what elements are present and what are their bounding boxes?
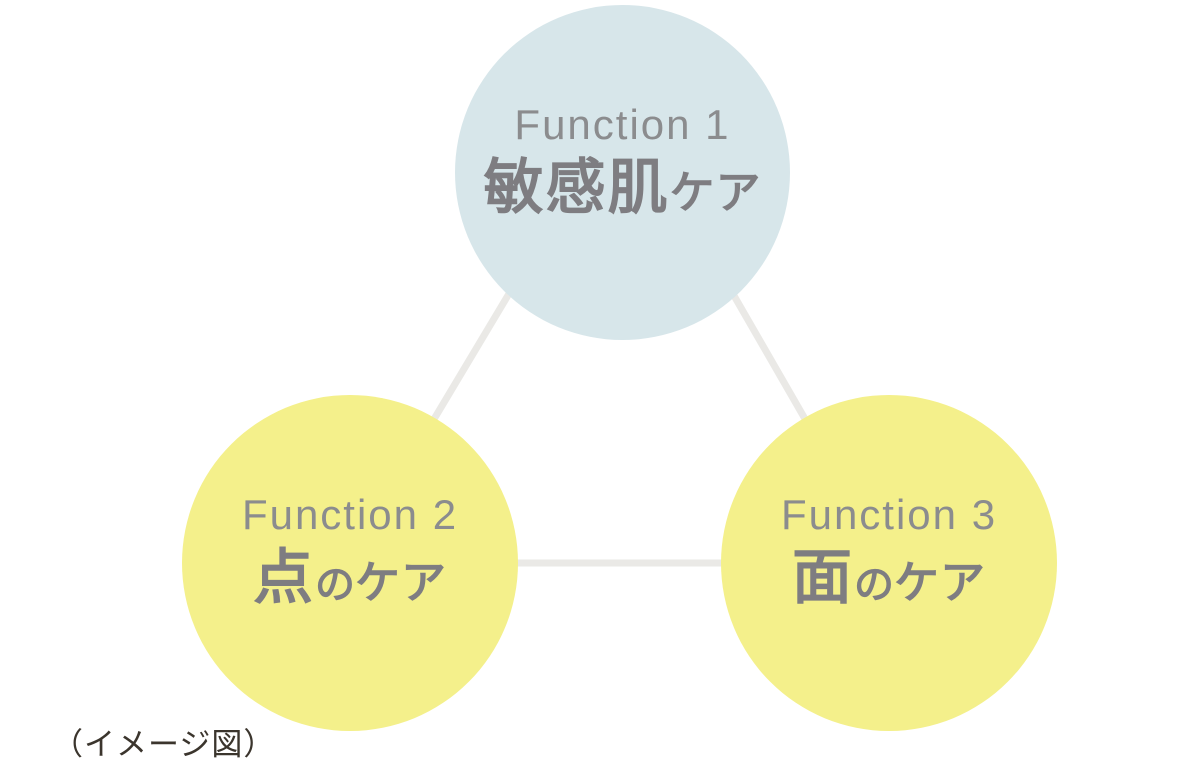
function-1-jp-text: 敏感肌 ケア: [483, 153, 762, 221]
function-1-label: Function 1: [514, 100, 731, 148]
circle-function-2: Function 2 点 の ケア: [182, 395, 518, 731]
circle-function-2-content: Function 2 点 の ケア: [242, 494, 458, 608]
function-2-jp-kana: ケア: [354, 557, 447, 608]
function-3-label: Function 3: [780, 491, 998, 538]
circle-function-3-content: Function 3 面 の ケア: [781, 494, 997, 608]
circle-function-3: Function 3 面 の ケア: [721, 395, 1057, 731]
function-3-jp-text: 面 の ケア: [792, 548, 986, 608]
function-2-jp-text: 点 の ケア: [253, 548, 447, 608]
function-3-jp-particle: の: [853, 563, 894, 607]
circle-function-1: Function 1 敏感肌 ケア: [455, 5, 790, 340]
function-1-jp-main: 敏感肌: [483, 153, 670, 221]
function-2-jp-main: 点: [252, 544, 315, 611]
function-3-jp-kana: ケア: [893, 557, 986, 608]
circle-function-1-content: Function 1 敏感肌 ケア: [483, 100, 762, 221]
function-2-jp-particle: の: [314, 563, 355, 607]
function-1-jp-kana: ケア: [669, 166, 762, 218]
image-note-caption: （イメージ図）: [52, 727, 276, 762]
function-2-label: Function 2: [241, 491, 459, 538]
function-3-jp-main: 面: [791, 544, 854, 611]
